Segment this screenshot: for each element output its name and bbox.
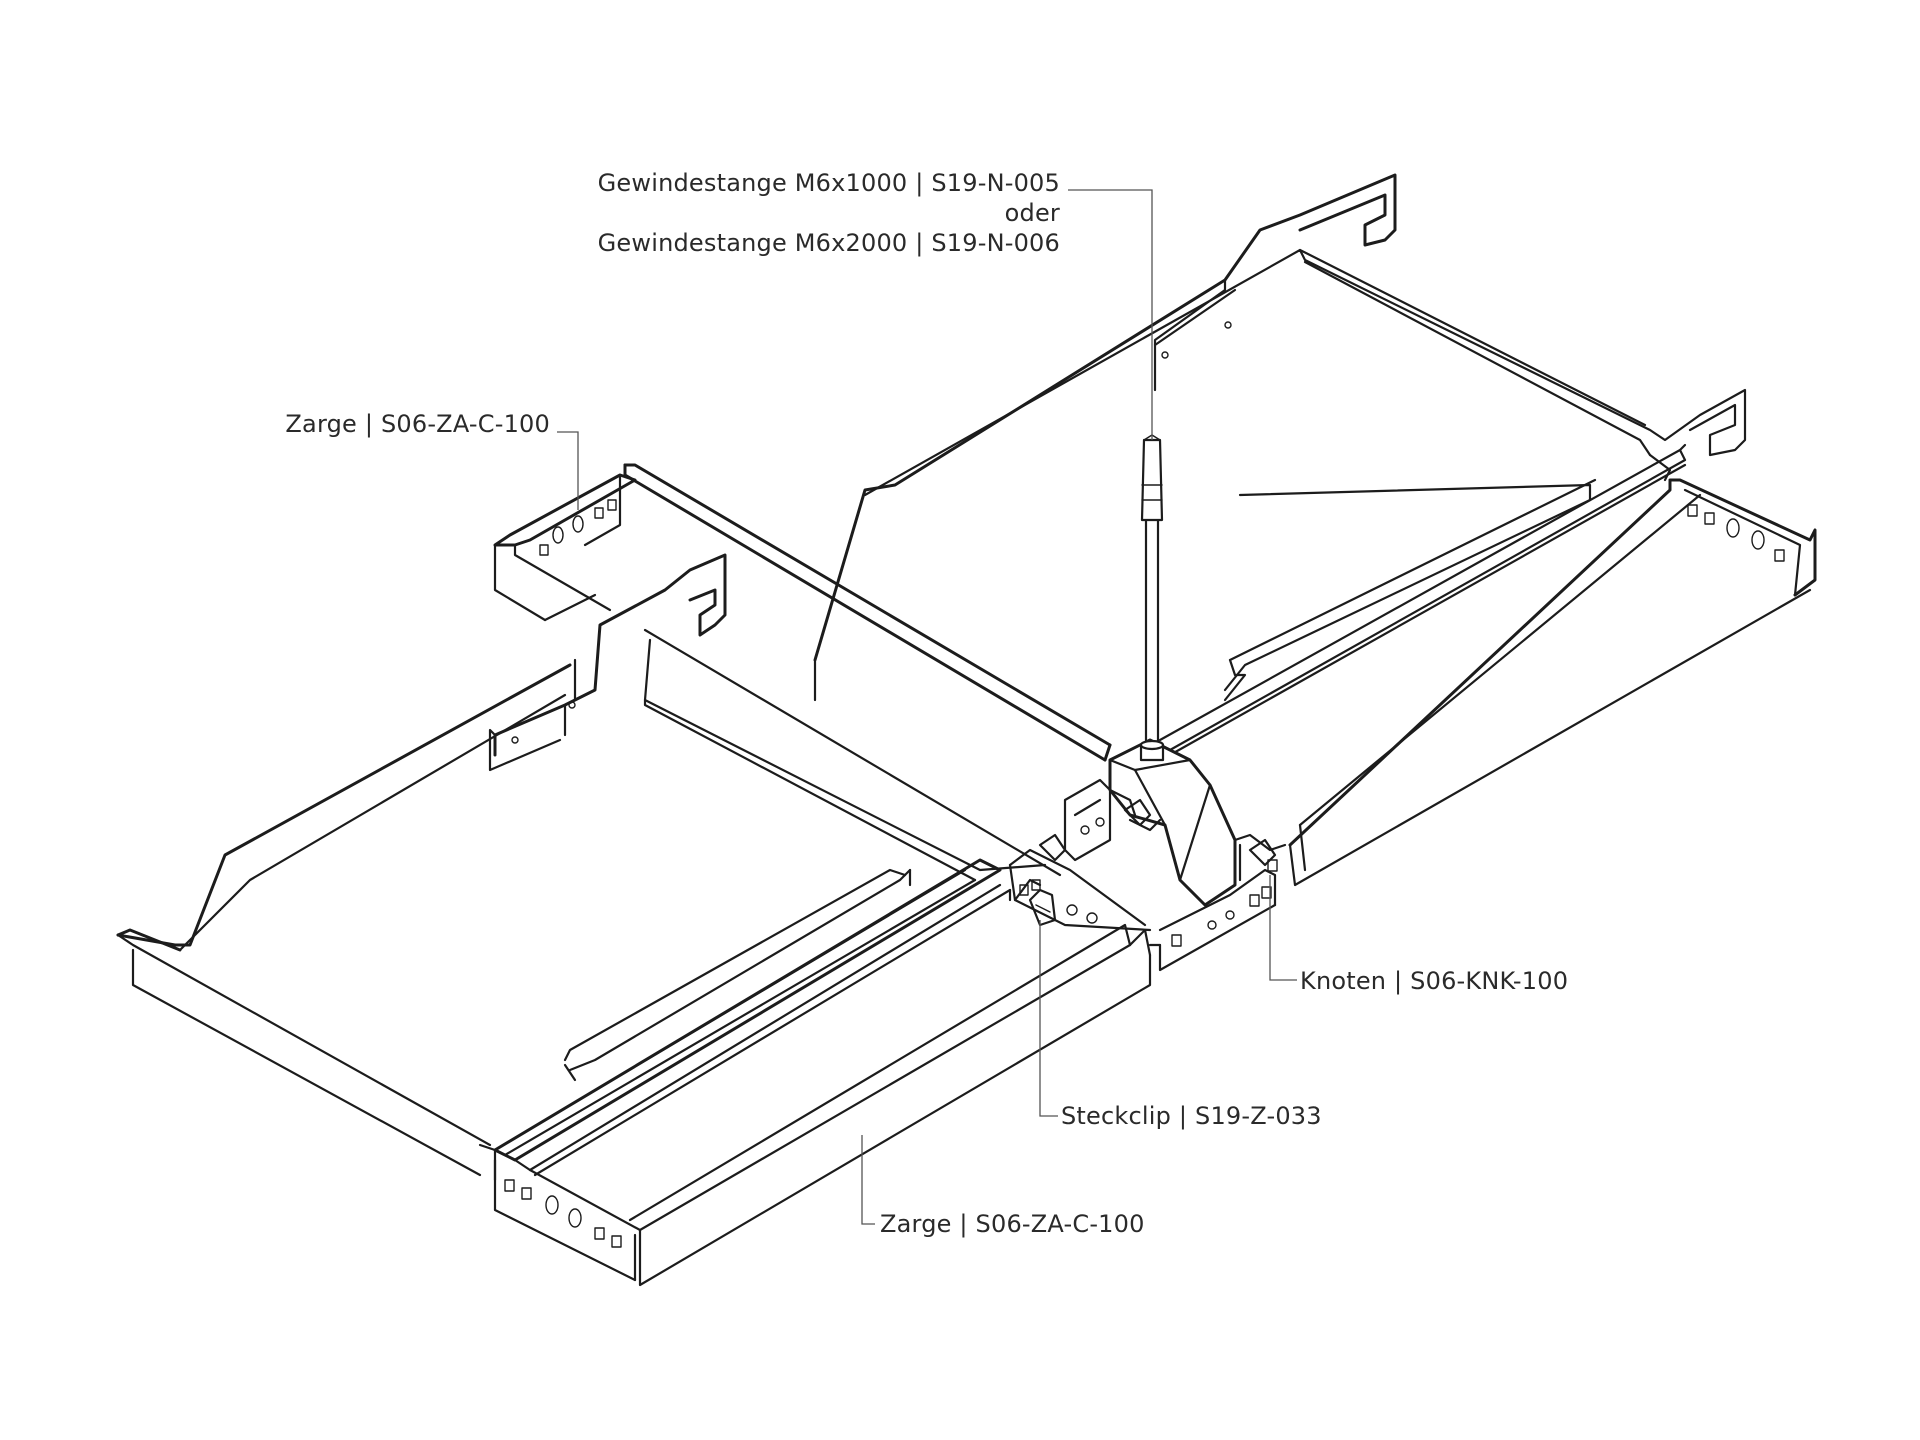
leader-zarge-top (557, 431, 579, 510)
callout-labels: Gewindestange M6x1000 | S19-N-005 oder G… (285, 169, 1568, 1238)
knot-node (1008, 738, 1287, 972)
label-knoten: Knoten | S06-KNK-100 (1300, 967, 1568, 995)
label-rod-line3: Gewindestange M6x2000 | S19-N-006 (598, 229, 1060, 257)
leader-rod (1068, 189, 1153, 440)
label-steckclip: Steckclip | S19-Z-033 (1061, 1102, 1322, 1130)
threaded-rod (1139, 434, 1165, 762)
label-zarge-bottom: Zarge | S06-ZA-C-100 (880, 1210, 1145, 1238)
leader-knoten (1269, 875, 1297, 981)
leader-zarge-bottom (861, 1135, 875, 1225)
tray-front-long (493, 858, 1152, 1287)
tray-front-right (1288, 478, 1817, 887)
tray-top-left (493, 473, 637, 622)
leader-lines (557, 189, 1297, 1225)
central-beam (623, 443, 1687, 762)
label-zarge-top: Zarge | S06-ZA-C-100 (285, 410, 550, 438)
tray-back-right (813, 173, 1747, 702)
label-rod-line1: Gewindestange M6x1000 | S19-N-005 (598, 169, 1060, 197)
leader-steckclip (1039, 920, 1058, 1117)
label-rod-line2: oder (1005, 199, 1060, 227)
